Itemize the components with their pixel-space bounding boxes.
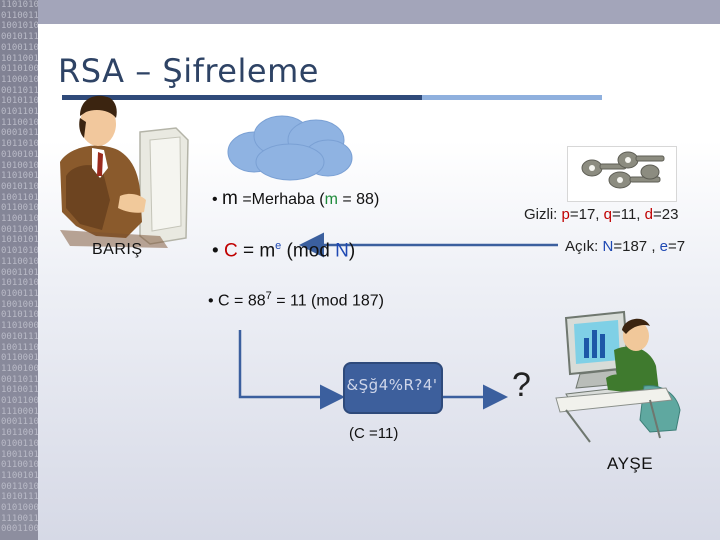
public-key-label: Açık: <box>565 238 603 255</box>
ciphertext-garbled: &Şğ4%R?4' <box>346 376 438 394</box>
computation-rest: = 11 (mod 187) <box>271 292 384 310</box>
top-band <box>38 0 720 24</box>
formula-exp: e <box>275 240 282 252</box>
private-key-text: Gizli: p=17, q=11, d=23 <box>524 206 678 223</box>
title-underline-light <box>422 95 602 100</box>
slide-title: RSA – Şifreleme <box>58 52 319 90</box>
private-key-q-val: =11, <box>611 206 645 223</box>
ciphertext-value: (C =11) <box>349 425 399 442</box>
question-mark: ? <box>512 366 531 404</box>
private-key-q: q <box>603 206 612 223</box>
private-key-p-val: =17, <box>569 206 604 223</box>
message-equals: = 88) <box>337 191 380 208</box>
computation-bullet: • C = 887 = 11 (mod 187) <box>208 290 384 310</box>
computation-exp: 7 <box>265 290 272 302</box>
message-prefix: m <box>222 188 238 209</box>
public-key-e: e <box>659 238 668 255</box>
message-bullet: • m =Merhaba (m = 88) <box>212 188 380 209</box>
private-key-label: Gizli: <box>524 206 562 223</box>
private-key-d-val: =23 <box>652 206 679 223</box>
formula-close: ) <box>348 240 356 262</box>
private-key-d: d <box>644 206 653 223</box>
title-underline-dark <box>62 95 422 100</box>
cipher-elbow-line <box>238 330 345 410</box>
public-key-n-val: =187 , <box>613 238 660 255</box>
message-var: m <box>324 191 338 208</box>
formula-mod-open: (mod <box>281 240 336 262</box>
sender-name: BARIŞ <box>92 241 143 258</box>
ciphertext-box <box>343 362 443 414</box>
cloud-icon <box>227 115 353 181</box>
formula-c: C <box>223 240 238 262</box>
formula-n: N <box>335 240 349 262</box>
private-key-p: p <box>561 206 570 223</box>
receiver-name: AYŞE <box>607 454 654 473</box>
public-key-n: N <box>602 238 614 255</box>
formula-bullet: • C = me (mod N) <box>212 240 356 262</box>
computation-prefix: C = 88 <box>218 292 266 310</box>
title-area <box>38 24 720 106</box>
public-key-text: Açık: N=187 , e=7 <box>565 238 685 255</box>
message-text: =Merhaba ( <box>237 191 325 208</box>
formula-eq: = m <box>237 240 276 262</box>
public-key-e-val: =7 <box>668 238 686 255</box>
